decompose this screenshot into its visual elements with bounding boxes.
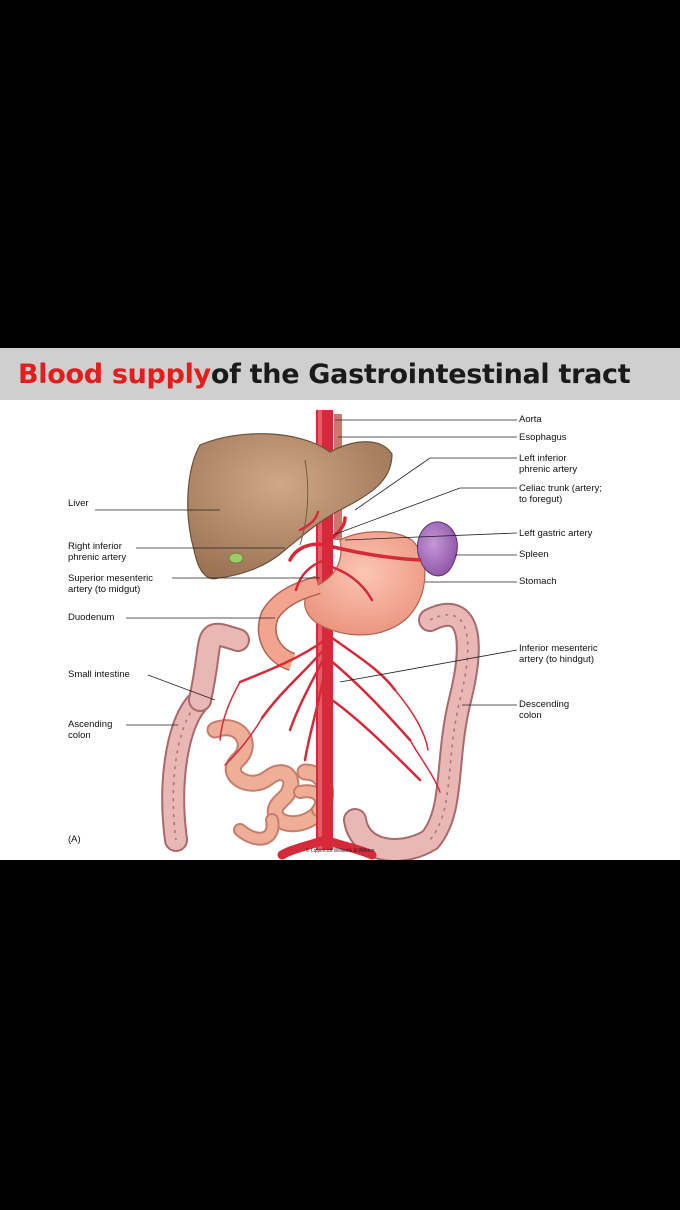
gi-tract-illustration [95,410,518,860]
label-esophagus: Esophagus [519,432,567,443]
leader-lines [95,419,518,726]
diagram-figure: Blood supply of the Gastrointestinal tra… [0,348,680,860]
label-descending-colon: Descending colon [519,699,570,721]
label-stomach: Stomach [519,576,557,587]
title-rest: of the Gastrointestinal tract [210,358,631,390]
label-aorta: Aorta [519,414,542,425]
label-liver: Liver [68,498,89,509]
label-right-inferior-phrenic: Right inferior phrenic artery [68,541,127,563]
label-ascending-colon: Ascending colon [68,719,113,741]
label-panel-a: (A) [68,834,81,845]
label-celiac-trunk: Celiac trunk (artery; to foregut) [519,483,602,505]
label-left-gastric-artery: Left gastric artery [519,528,593,539]
arteries [219,510,441,860]
copyright-credit: © Lippincott Williams & Wilkins [305,848,375,854]
label-small-intestine: Small intestine [68,669,130,680]
label-spleen: Spleen [519,549,549,560]
title-highlight: Blood supply [18,358,211,390]
descending-colon [343,602,480,860]
label-duodenum: Duodenum [68,612,115,623]
label-left-inferior-phrenic: Left inferior phrenic artery [519,453,578,475]
ascending-colon [161,622,250,852]
label-superior-mesenteric: Superior mesenteric artery (to midgut) [68,573,154,595]
title-bar: Blood supply of the Gastrointestinal tra… [0,348,680,400]
label-inferior-mesenteric: Inferior mesenteric artery (to hindgut) [519,643,598,665]
liver [187,433,393,580]
